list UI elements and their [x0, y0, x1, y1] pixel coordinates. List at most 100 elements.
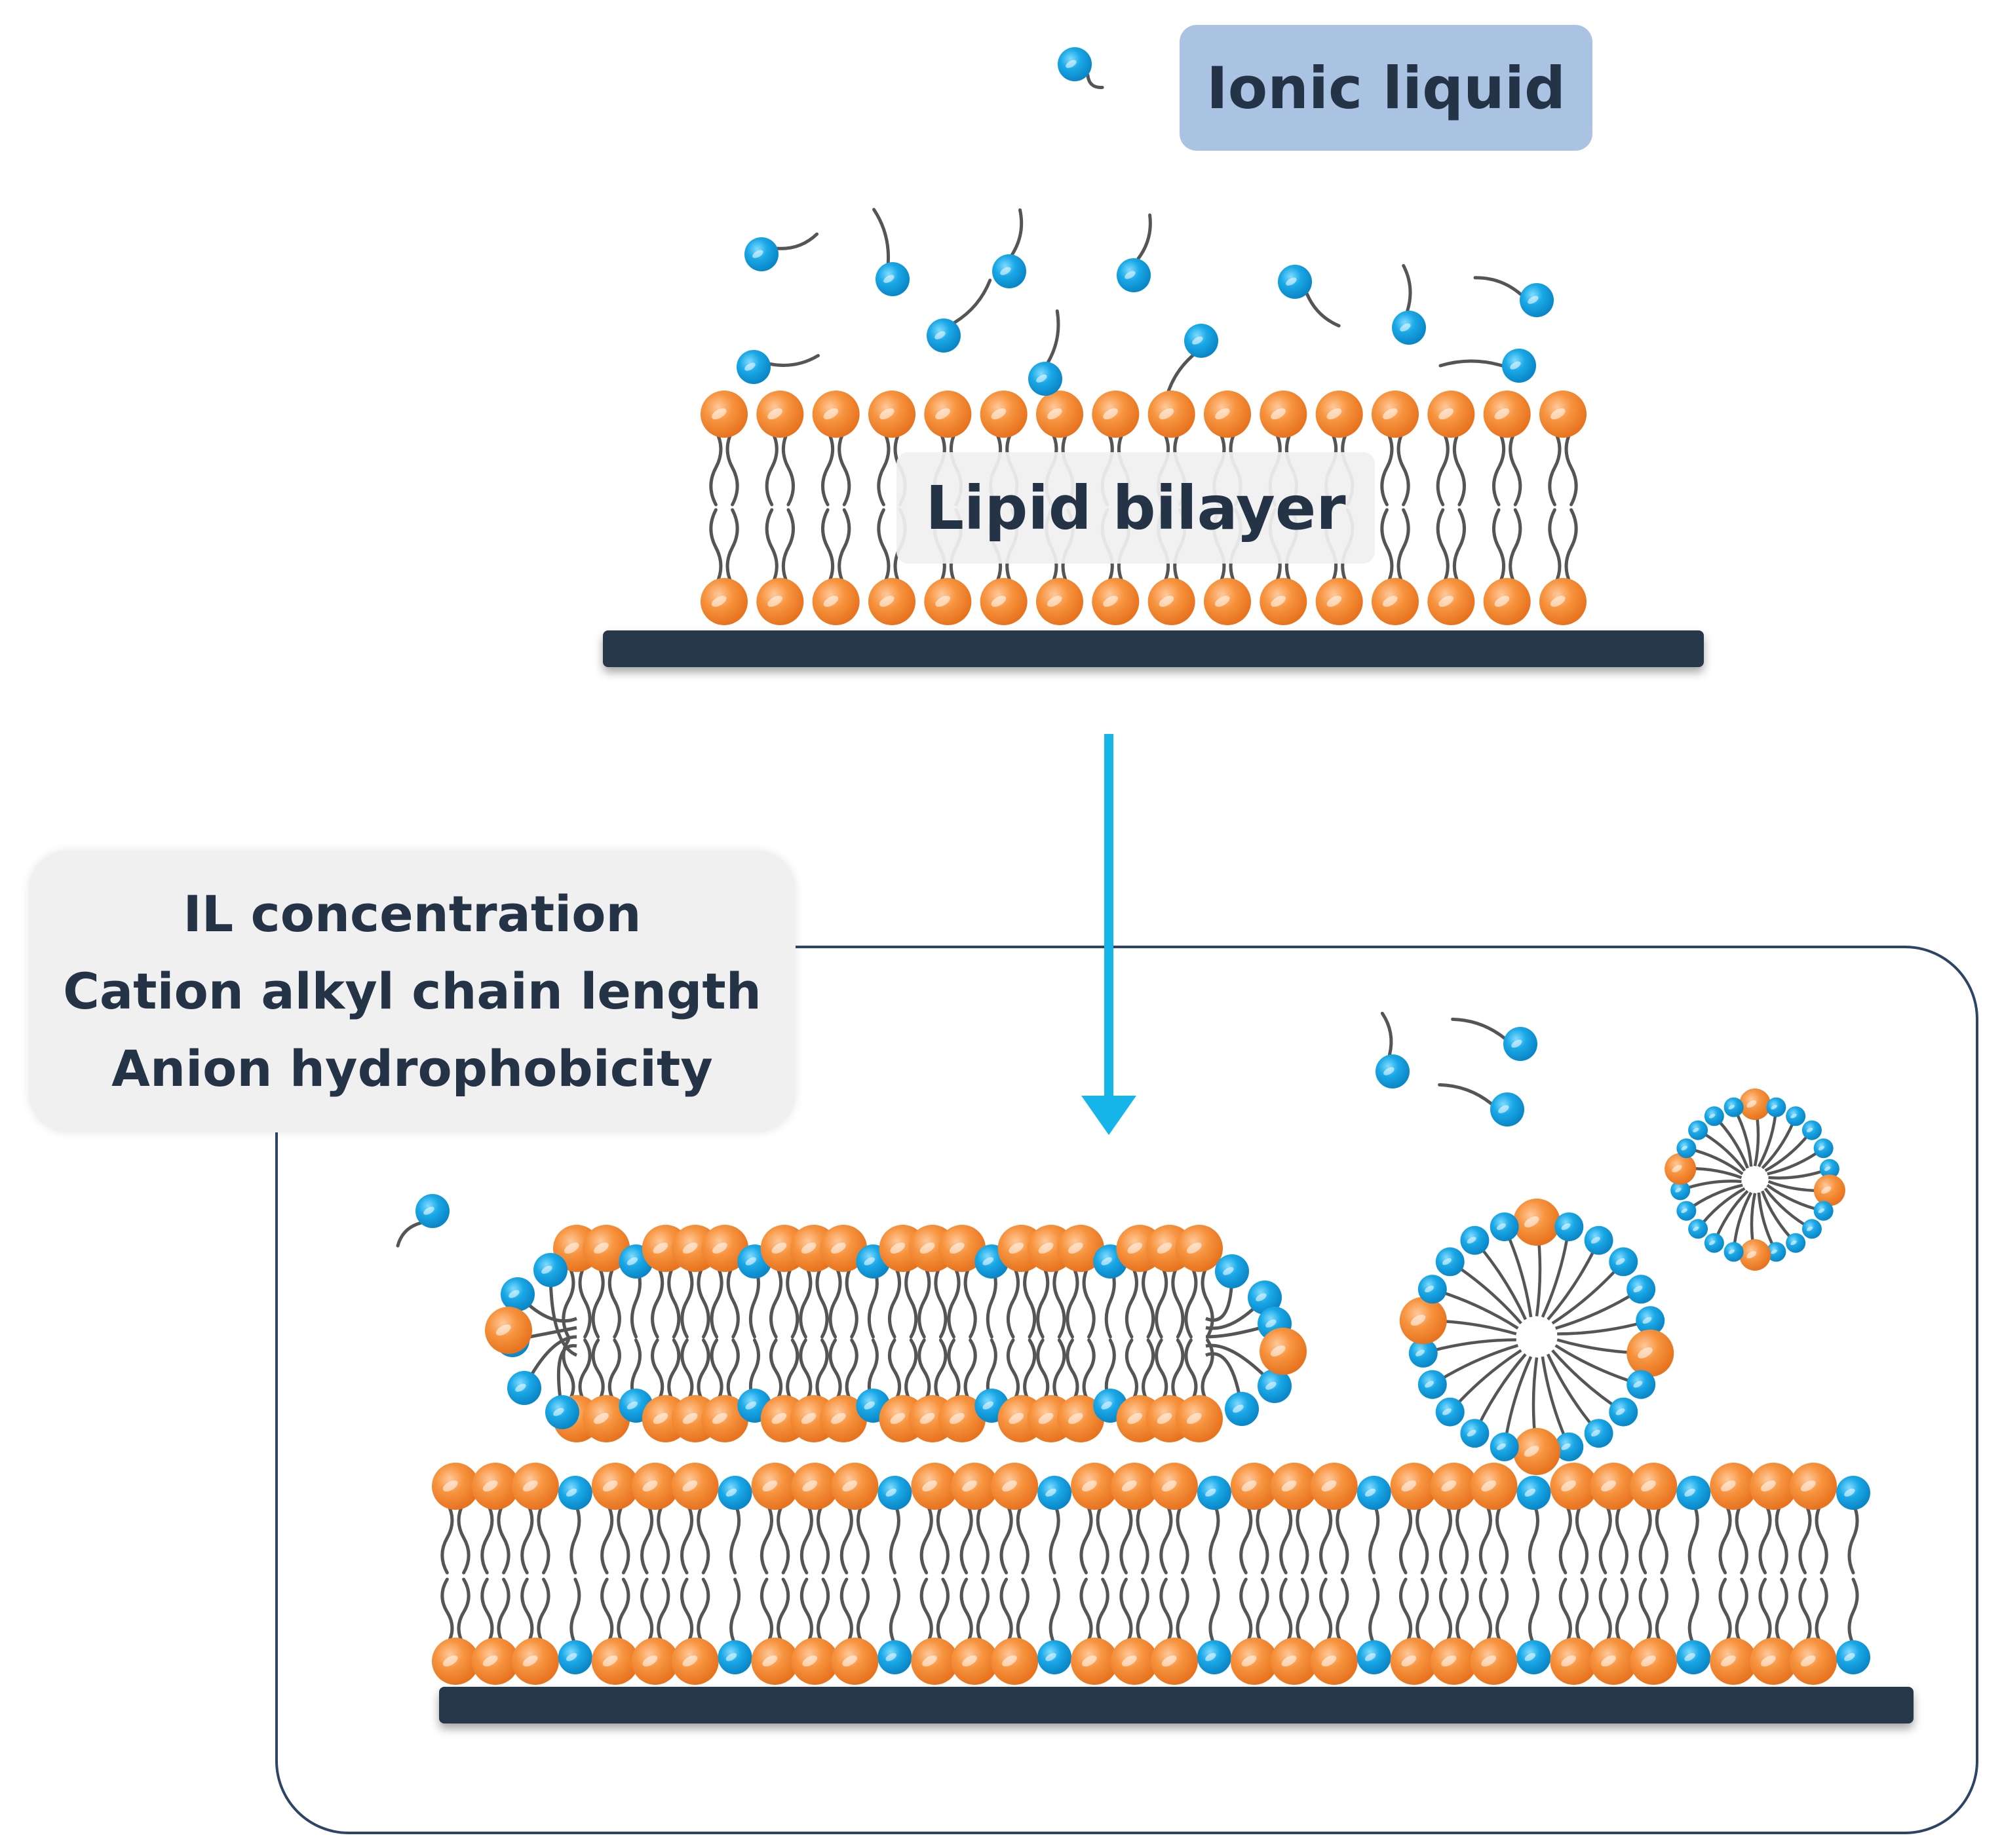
lipid-tail — [457, 1577, 471, 1647]
ionic-liquid-label: Ionic liquid — [1180, 25, 1592, 151]
lipid-tail — [1380, 508, 1394, 587]
lipid-head — [471, 1463, 519, 1510]
lipid-tail — [1509, 429, 1522, 507]
ionic-liquid-head — [1554, 1212, 1584, 1242]
lipid-tail — [1495, 1501, 1509, 1575]
ionic-liquid-tail — [953, 279, 992, 324]
lipid-tail — [440, 1501, 454, 1575]
ionic-liquid-tail — [775, 232, 819, 250]
ionic-liquid-head — [1584, 1419, 1613, 1448]
lipid-tail — [1171, 1263, 1185, 1339]
lipid-tail — [667, 1263, 681, 1339]
lipid-tail — [1066, 1338, 1079, 1404]
lipid-tail — [1006, 1338, 1020, 1404]
lipid-tail — [640, 1501, 654, 1575]
lipid-tail — [1758, 1501, 1772, 1575]
lipid-tail — [1478, 1577, 1492, 1647]
lipid-head — [791, 1463, 839, 1510]
factor-il-concentration: IL concentration — [183, 885, 642, 943]
lipid-tail — [1006, 1263, 1020, 1339]
lipid-tail — [1125, 1338, 1138, 1404]
lipid-tail — [1438, 1577, 1452, 1647]
lipid-tail — [1687, 1577, 1699, 1646]
lipid-head — [751, 1638, 799, 1685]
lipid-tail — [1016, 1577, 1030, 1647]
ionic-liquid-tail — [872, 208, 891, 265]
lipid-tail — [480, 1501, 494, 1575]
lipid-tail — [1036, 1263, 1050, 1339]
lipid-tail — [919, 1501, 933, 1575]
lipid-tail — [1159, 1501, 1173, 1575]
lipid-tail — [963, 1338, 977, 1404]
ionic-liquid-head — [1819, 1159, 1839, 1179]
ionic-liquid-head — [1704, 1106, 1724, 1126]
lipid-tail — [936, 1501, 950, 1575]
lipid-tail — [591, 1263, 605, 1339]
lipid-tail — [1452, 508, 1466, 587]
lipid-head — [831, 1638, 879, 1685]
lipid-tail — [1319, 1577, 1333, 1647]
lipid-head — [701, 1395, 749, 1442]
ionic-liquid-head — [1801, 1219, 1822, 1239]
lipid-tail — [1096, 1577, 1109, 1647]
lipid-head — [812, 391, 860, 438]
lipid-head — [583, 1395, 630, 1442]
lipid-head — [1430, 1463, 1478, 1510]
lipid-head — [1147, 391, 1195, 438]
ionic-liquid-head — [1392, 311, 1426, 345]
lipid-tail — [537, 1501, 550, 1575]
lipid-tail — [709, 508, 723, 587]
lipid-tail — [857, 1577, 870, 1647]
lipid-tail — [1256, 1577, 1269, 1647]
ionic-liquid-head — [1723, 1242, 1744, 1262]
lipid-head — [1260, 1328, 1307, 1375]
ionic-liquid-head — [1554, 1432, 1584, 1461]
lipid-tail — [769, 1263, 783, 1339]
lipid-head — [1630, 1463, 1678, 1510]
lipid-tail — [497, 1577, 510, 1647]
lipid-tail — [1208, 1501, 1220, 1575]
ionic-liquid-head — [1676, 1201, 1697, 1221]
lipid-head — [631, 1463, 679, 1510]
ionic-liquid-head — [877, 1476, 912, 1510]
lipid-head — [1739, 1088, 1771, 1120]
lipid-tail — [1615, 1577, 1628, 1647]
lipid-tail — [1492, 508, 1506, 587]
lipid-bilayer-label: Lipid bilayer — [896, 452, 1375, 564]
lipid-tail — [1016, 1501, 1030, 1575]
lipid-head — [1057, 1225, 1105, 1272]
lipid-tail — [657, 1577, 670, 1647]
lipid-tail — [726, 1338, 740, 1404]
lipid-head — [756, 391, 804, 438]
lipid-head — [1230, 1463, 1278, 1510]
lipid-head — [1427, 578, 1475, 625]
lipid-head — [1260, 578, 1307, 625]
lipid-tail — [1036, 1338, 1050, 1404]
lipid-head — [1372, 578, 1419, 625]
lipid-tail — [1548, 429, 1562, 507]
result-panel-frame — [275, 946, 1978, 1834]
lipid-head — [1790, 1463, 1838, 1510]
substrate — [439, 1687, 1914, 1723]
lipid-tail — [934, 1338, 948, 1404]
lipid-tail — [936, 1577, 950, 1647]
lipid-tail — [1201, 1263, 1214, 1339]
lipid-tail — [1415, 1501, 1429, 1575]
lipid-tail — [777, 1577, 790, 1647]
lipid-tail — [1399, 1501, 1413, 1575]
lipid-tail — [600, 1577, 614, 1647]
lipid-tail — [1558, 1577, 1572, 1647]
lipid-head — [1483, 391, 1531, 438]
ionic-liquid-head — [1417, 1275, 1447, 1304]
lipid-tail — [1436, 429, 1450, 507]
lipid-tail — [888, 1338, 902, 1404]
lipid-tail — [569, 1501, 581, 1575]
lipid-tail — [1509, 508, 1522, 587]
lipid-head — [938, 1225, 986, 1272]
lipid-tail — [1564, 508, 1578, 587]
ionic-liquid-head — [1184, 324, 1218, 358]
lipid-tail — [1436, 508, 1450, 587]
lipid-tail — [1336, 1577, 1349, 1647]
lipid-head — [1790, 1638, 1838, 1685]
lipid-head — [1430, 1638, 1478, 1685]
